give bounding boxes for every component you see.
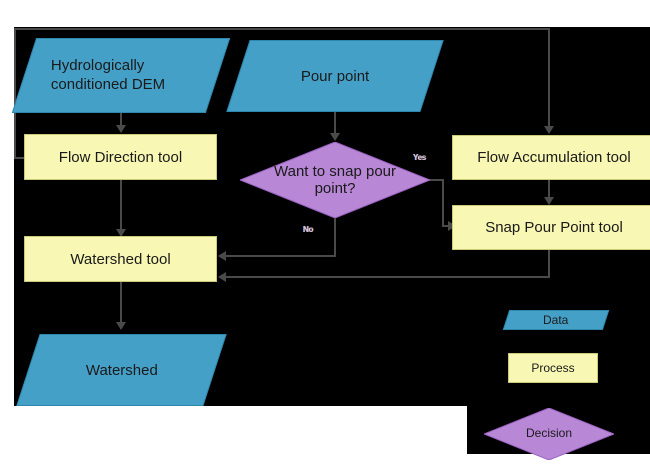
- node-label-decision: Want to snap pour point?: [274, 162, 397, 197]
- node-watershed-tool[interactable]: Watershed tool: [24, 236, 217, 282]
- legend-item-data: Data: [502, 310, 610, 330]
- branch-label-no: No: [303, 225, 314, 234]
- node-flow-accumulation-tool[interactable]: Flow Accumulation tool: [452, 135, 650, 180]
- connector-flow-accumulation-to-snap: [548, 180, 550, 198]
- node-flow-direction-tool[interactable]: Flow Direction tool: [24, 134, 217, 180]
- connector-snap-to-watershed-tool-horizontal: [226, 276, 550, 278]
- arrowhead-watershed-tool-to-watershed: [116, 322, 126, 330]
- connector-flow-direction-to-watershed-tool: [120, 180, 122, 231]
- arrowhead-flow-direction-to-watershed-tool: [116, 229, 126, 237]
- connector-dem-feedback-into-flowdirection: [14, 157, 26, 159]
- arrowhead-dem-to-flow-direction: [116, 125, 126, 133]
- connector-decision-yes-into-snap: [442, 225, 450, 227]
- node-label-watershed: Watershed: [85, 361, 158, 379]
- node-label-snap-pour-point-tool: Snap Pour Point tool: [485, 219, 623, 236]
- legend-item-decision: Decision: [484, 408, 614, 460]
- node-hydrologically-conditioned-dem[interactable]: Hydrologically conditioned DEM: [11, 38, 231, 113]
- connector-dem-to-flow-direction: [120, 113, 122, 127]
- node-label-flow-direction-tool: Flow Direction tool: [58, 148, 183, 166]
- connector-watershed-tool-to-watershed: [120, 282, 122, 324]
- node-watershed[interactable]: Watershed: [16, 334, 227, 406]
- legend-label-decision: Decision: [525, 426, 573, 441]
- legend-item-process: Process: [508, 353, 598, 383]
- arrowhead-flow-accumulation-to-snap: [544, 197, 554, 205]
- branch-label-yes: Yes: [413, 153, 426, 162]
- node-label-pour-point: Pour point: [300, 67, 370, 85]
- diamond-shape: [240, 142, 430, 218]
- connector-decision-no-vertical: [334, 217, 336, 256]
- node-pour-point[interactable]: Pour point: [226, 40, 444, 112]
- legend-label-data: Data: [543, 313, 569, 327]
- node-label-watershed-tool: Watershed tool: [70, 250, 171, 268]
- arrowhead-pour-point-to-decision: [330, 133, 340, 141]
- connector-pour-point-to-decision: [334, 112, 336, 134]
- arrowhead-decision-no-to-watershed-tool: [218, 251, 226, 261]
- node-decision-want-to-snap-pour-point[interactable]: Want to snap pour point?: [240, 142, 430, 218]
- arrowhead-to-flow-accumulation: [544, 126, 554, 134]
- arrowhead-snap-to-watershed-tool: [218, 272, 226, 282]
- node-label-flow-accumulation-tool: Flow Accumulation tool: [477, 149, 631, 166]
- connector-decision-no-horizontal: [226, 255, 336, 257]
- connector-to-flow-accumulation: [548, 28, 550, 127]
- connector-dem-feedback-vertical: [14, 29, 16, 158]
- connector-dem-feedback-top: [14, 28, 550, 30]
- connector-decision-yes-vertical: [442, 179, 444, 226]
- node-snap-pour-point-tool[interactable]: Snap Pour Point tool: [452, 205, 650, 250]
- legend-label-process: Process: [531, 361, 575, 375]
- legend-diamond-shape: [484, 408, 614, 460]
- node-label-dem: Hydrologically conditioned DEM: [51, 56, 166, 93]
- connector-snap-to-watershed-tool-vertical: [548, 250, 550, 278]
